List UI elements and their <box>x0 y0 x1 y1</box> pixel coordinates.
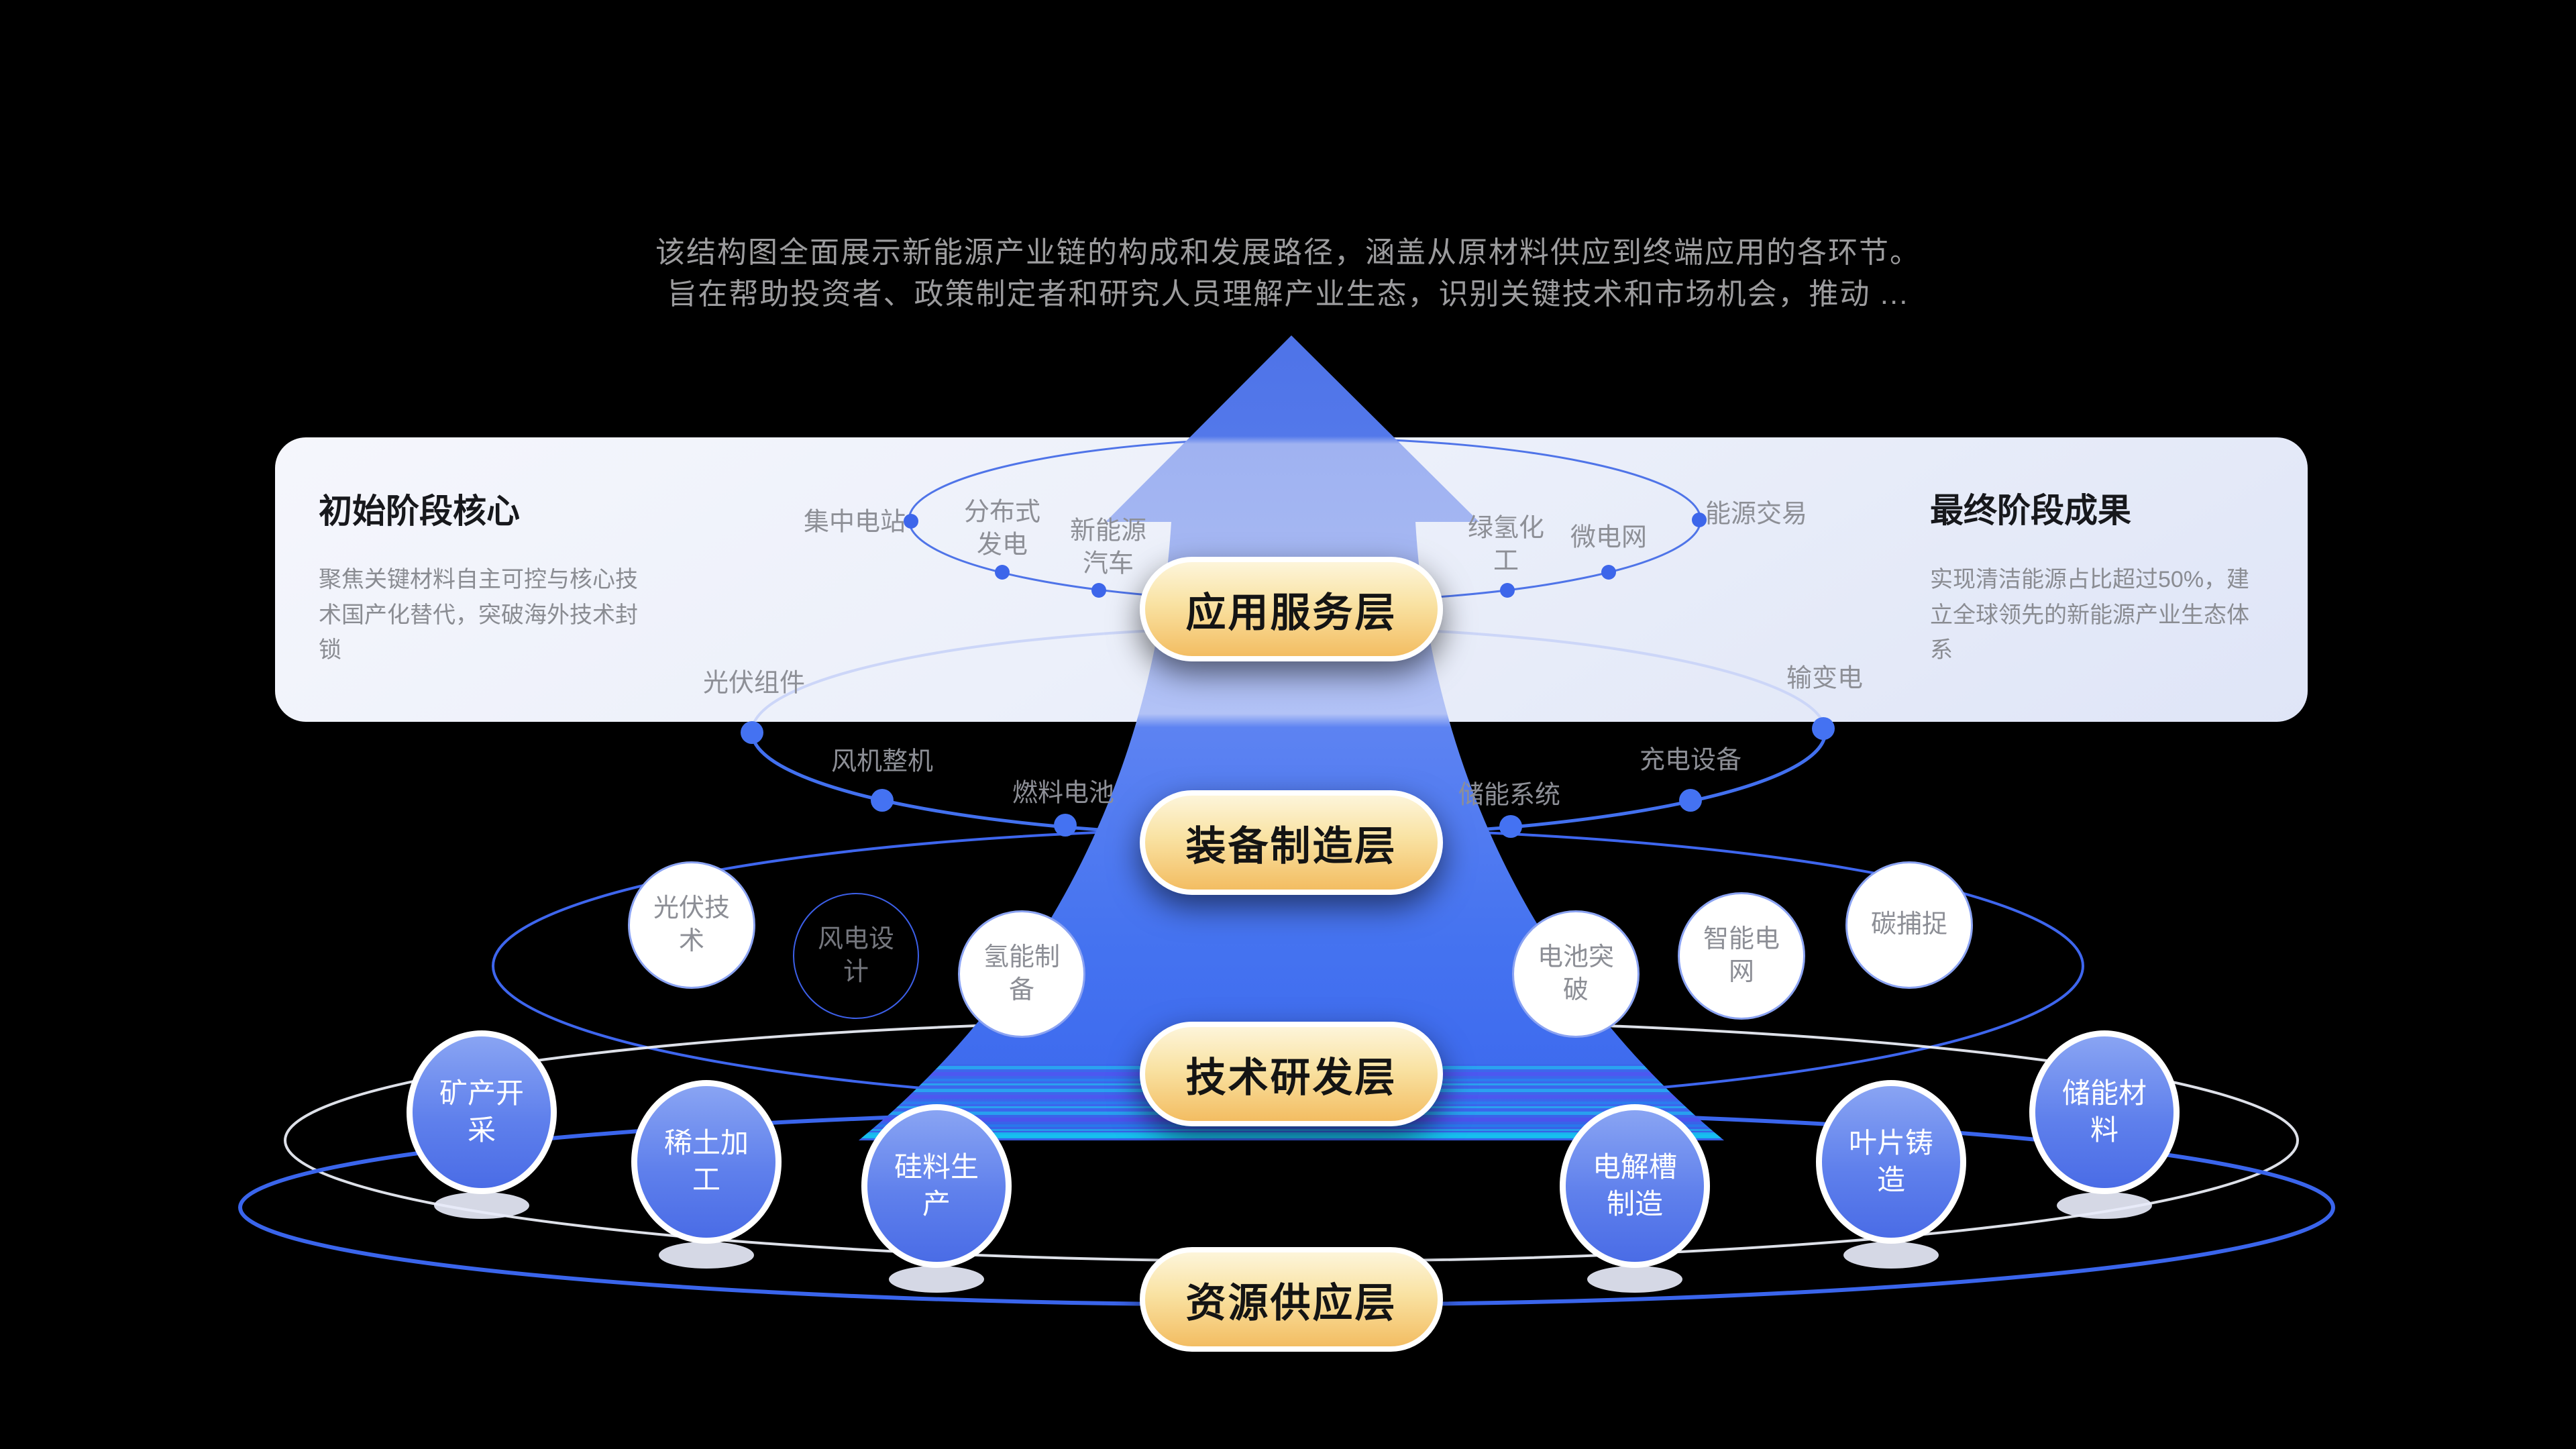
layer-pill-resource-supply: 资源供应层 <box>1140 1247 1443 1352</box>
layer-pill-application-service: 应用服务层 <box>1140 557 1443 661</box>
resource-node-label: 储能材料 <box>2061 1077 2147 1146</box>
layer-pill-equipment-manufacturing: 装备制造层 <box>1140 790 1443 895</box>
app-node-centralized-station: 集中电站 <box>803 508 906 537</box>
resource-node-label: 硅料生产 <box>894 1151 979 1220</box>
app-node-new-energy-vehicle: 新能源汽车 <box>1069 517 1146 578</box>
app-node-energy-trading: 能源交易 <box>1705 500 1808 529</box>
layer-pill-technology-research: 技术研发层 <box>1140 1022 1443 1126</box>
tech-node-label: 光伏技术 <box>653 894 730 955</box>
app-node-microgrid: 微电网 <box>1570 523 1648 552</box>
tech-node-battery-breakthrough: 电池突破 <box>1512 910 1640 1038</box>
resource-node-label: 叶片铸造 <box>1848 1127 1933 1195</box>
resource-node-label: 电解槽制造 <box>1592 1151 1677 1220</box>
resource-node-electrolyzer-manufacturing: 电解槽制造 <box>1560 1104 1710 1268</box>
equip-node-storage-system: 储能系统 <box>1458 781 1561 810</box>
tech-node-label: 碳捕捉 <box>1870 910 1947 939</box>
application-orbit-dots <box>904 513 1707 598</box>
app-node-distributed-generation: 分布式发电 <box>963 498 1040 559</box>
equipment-orbit-dots <box>741 717 1835 838</box>
resource-node-shadow <box>2057 1192 2152 1219</box>
final-stage-title: 最终阶段成果 <box>1930 492 2131 529</box>
equip-node-power-transmission: 输变电 <box>1786 664 1864 693</box>
equip-node-pv-module: 光伏组件 <box>702 669 806 698</box>
resource-node-silicon-production: 硅料生产 <box>861 1104 1012 1268</box>
resource-node-shadow <box>659 1242 754 1269</box>
resource-node-shadow <box>1587 1266 1682 1293</box>
tech-node-smart-grid: 智能电网 <box>1678 892 1805 1020</box>
resource-node-shadow <box>434 1192 529 1219</box>
diagram-description-line2: 旨在帮助投资者、政策制定者和研究人员理解产业生态，识别关键技术和市场机会，推动 … <box>667 278 1909 311</box>
resource-node-mineral-mining: 矿产开采 <box>407 1030 557 1194</box>
app-node-green-hydrogen: 绿氢化工 <box>1467 514 1544 576</box>
tech-node-label: 电池突破 <box>1537 943 1614 1004</box>
initial-stage-title: 初始阶段核心 <box>319 492 520 530</box>
diagram-description-line1: 该结构图全面展示新能源产业链的构成和发展路径，涵盖从原材料供应到终端应用的各环节… <box>655 236 1921 269</box>
resource-node-rare-earth-processing: 稀土加工 <box>631 1080 782 1244</box>
equip-node-fuel-cell: 燃料电池 <box>1012 779 1115 808</box>
resource-node-label: 稀土加工 <box>663 1127 749 1195</box>
initial-stage-body: 聚焦关键材料自主可控与核心技术国产化替代，突破海外技术封锁 <box>319 567 638 663</box>
equip-node-wind-turbine: 风机整机 <box>830 747 934 776</box>
tech-node-label: 风电设计 <box>817 924 894 986</box>
final-stage-body: 实现清洁能源占比超过50%，建立全球领先的新能源产业生态体系 <box>1930 567 2250 663</box>
resource-node-shadow <box>1843 1242 1939 1269</box>
resource-node-storage-materials: 储能材料 <box>2029 1030 2180 1194</box>
tech-node-carbon-capture: 碳捕捉 <box>1845 861 1973 989</box>
resource-node-shadow <box>889 1266 984 1293</box>
tech-node-wind-design: 风电设计 <box>793 893 919 1019</box>
resource-node-label: 矿产开采 <box>439 1077 524 1146</box>
tech-node-label: 智能电网 <box>1703 924 1780 986</box>
resource-node-blade-casting: 叶片铸造 <box>1816 1080 1966 1244</box>
tech-node-label: 氢能制备 <box>983 943 1060 1004</box>
tech-node-pv-technology: 光伏技术 <box>628 861 755 989</box>
equip-node-charging-equipment: 充电设备 <box>1639 746 1742 775</box>
tech-node-hydrogen-production: 氢能制备 <box>958 910 1085 1038</box>
